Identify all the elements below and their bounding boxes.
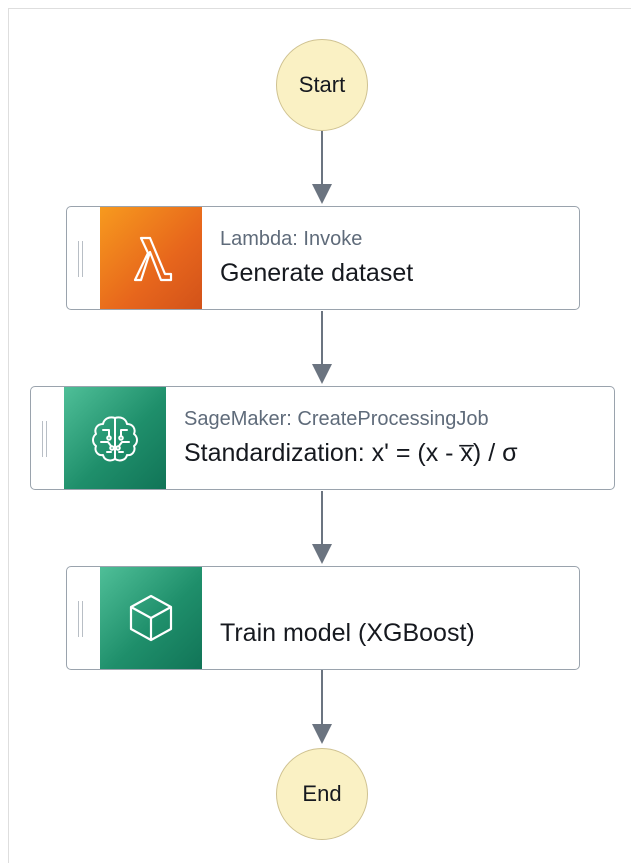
state-standardization[interactable]: SageMaker: CreateProcessingJob Standardi… [30,386,615,490]
state-text: Train model (XGBoost) [202,567,475,669]
cube-icon [129,594,173,642]
end-node[interactable]: End [276,748,368,840]
end-label: End [302,781,342,806]
drag-handle[interactable] [31,387,64,489]
frame-border-top [8,8,631,9]
state-name: Generate dataset [220,259,414,287]
state-generate-dataset[interactable]: Lambda: Invoke Generate dataset [66,206,580,310]
state-train-model[interactable]: Train model (XGBoost) [66,566,580,670]
start-label: Start [298,72,346,97]
state-name: Train model (XGBoost) [220,618,475,647]
state-name: Standardization: x' = (x - x̅) / σ [184,439,518,467]
start-node[interactable]: Start [276,39,368,131]
service-label: SageMaker: CreateProcessingJob [184,408,489,430]
service-label: Lambda: Invoke [220,228,363,250]
drag-handle[interactable] [67,207,100,309]
lambda-icon [133,236,173,282]
state-text: Lambda: Invoke Generate dataset [202,207,413,309]
drag-handle[interactable] [67,567,100,669]
state-text: SageMaker: CreateProcessingJob Standardi… [166,387,518,489]
sagemaker-service-tile [64,387,166,489]
lambda-service-tile [100,207,202,309]
brain-circuit-icon [92,416,138,462]
sagemaker-service-tile [100,567,202,669]
frame-border-left [8,8,9,863]
